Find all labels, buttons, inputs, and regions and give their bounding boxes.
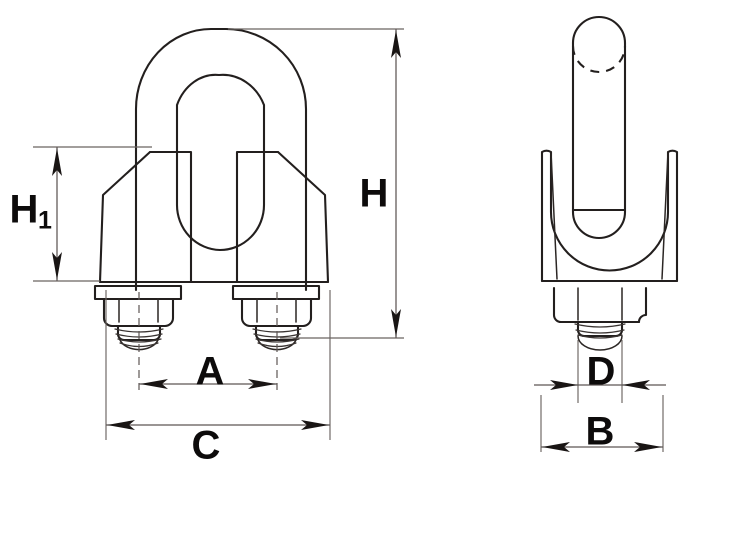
saddle-side-bevel-right	[661, 151, 669, 280]
dimension-H1: H 1	[10, 146, 152, 282]
u-bolt-outer-arch	[134, 27, 308, 292]
dimension-label-C: C	[192, 424, 221, 468]
saddle-rope-groove	[571, 210, 627, 240]
dimension-A-arrow-right	[248, 379, 276, 389]
dimension-label-D: D	[587, 350, 616, 394]
dimension-C-arrow-left	[107, 420, 135, 430]
right-nut-thread-shank	[254, 324, 300, 342]
dimension-D-arrow-left	[550, 380, 578, 390]
dimension-A: A	[138, 292, 278, 394]
dimension-D: D	[534, 340, 666, 403]
side-bolt-thread-body	[576, 320, 624, 338]
dimension-D-arrow-right	[622, 380, 650, 390]
dimension-H: H	[228, 28, 404, 339]
side-thread-turn-2	[575, 329, 625, 334]
side-thread-turn-1	[574, 323, 626, 328]
dimension-H1-arrow-bottom	[52, 252, 62, 280]
dimension-H-arrow-bottom	[391, 309, 401, 337]
dimension-A-arrow-left	[140, 379, 168, 389]
dimension-C-arrow-right	[301, 420, 329, 430]
dimension-B-arrow-right	[634, 442, 662, 452]
front-view: H H 1 A C	[10, 27, 404, 468]
dimension-label-H1: H	[10, 188, 39, 232]
dimension-H-arrow-top	[391, 30, 401, 58]
dimension-label-H1-subscript: 1	[38, 207, 52, 235]
side-view-nut	[552, 286, 648, 351]
dimension-C: C	[105, 290, 331, 468]
side-bolt-end-cap	[577, 335, 623, 351]
right-nut	[231, 284, 321, 351]
dimension-label-A: A	[196, 350, 225, 394]
saddle-side-bevel-left	[550, 151, 558, 280]
u-bolt-top-hidden-arc	[571, 45, 627, 74]
right-nut-flange	[231, 284, 321, 301]
left-nut-thread-shank	[116, 324, 162, 342]
dimension-label-H: H	[360, 172, 389, 216]
u-bolt-inner-opening	[175, 73, 266, 252]
side-view: D B	[534, 15, 679, 454]
left-nut-flange	[93, 284, 183, 301]
dimension-H1-arrow-top	[52, 148, 62, 176]
dimension-label-B: B	[586, 410, 615, 454]
side-thread-turn-3	[577, 334, 623, 339]
u-bolt-top-solid-arc	[571, 15, 627, 45]
dimension-B: B	[540, 395, 664, 454]
dimension-B-arrow-left	[542, 442, 570, 452]
